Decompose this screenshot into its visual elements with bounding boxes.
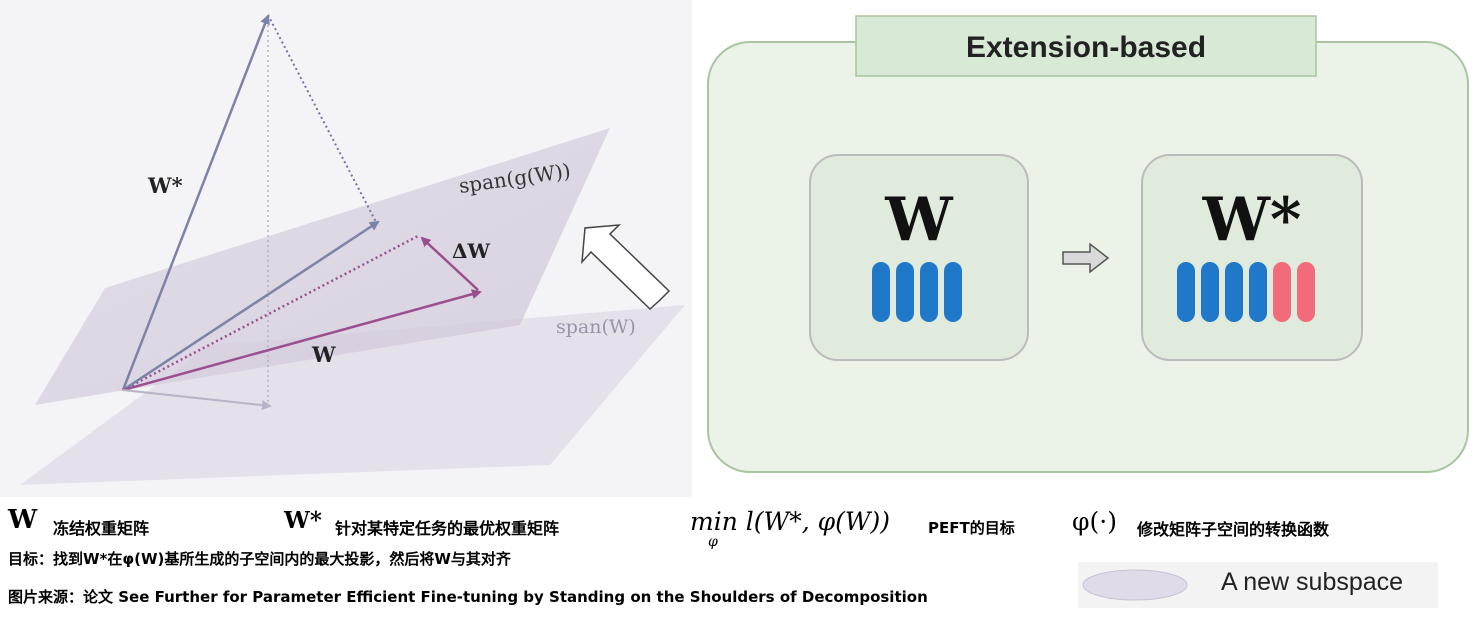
w-vector [122, 289, 482, 392]
frozen-weight-column-bar [944, 262, 962, 322]
optimal-weight-new-column-bar [1297, 262, 1315, 322]
span-w-plane [20, 305, 685, 485]
peft-formula-subscript: φ [708, 534, 718, 550]
w-symbol: W [8, 505, 38, 535]
extension-title-box [855, 15, 1317, 77]
caption-row-2: 目标：找到W*在φ(W)基所生成的子空间内的最大投影，然后将W与其对齐 [0, 548, 1478, 578]
optimal-weight-bars [1177, 262, 1315, 322]
frozen-weight-box [809, 154, 1029, 361]
w-description: 冻结权重矩阵 [53, 519, 150, 538]
optimal-weight-column-bar [1225, 262, 1243, 322]
source-text: 图片来源：论文 See Further for Parameter Effici… [8, 588, 928, 606]
extension-based-panel: Extension-based W W* [700, 0, 1478, 478]
legend-swatch [1082, 569, 1188, 601]
frozen-weight-column-bar [872, 262, 890, 322]
optimal-weight-new-column-bar [1273, 262, 1291, 322]
optimal-weight-label: W* [1202, 185, 1302, 255]
optimal-weight-column-bar [1201, 262, 1219, 322]
projection-vector [122, 220, 380, 392]
span-g-w-plane [35, 128, 610, 405]
legend-label: A new subspace [1221, 568, 1404, 596]
frozen-weight-bars [872, 262, 962, 322]
peft-formula-description: PEFT的目标 [928, 519, 1015, 537]
w-star-label: W* [147, 173, 183, 198]
peft-formula: min l(W*, φ(W)) [690, 507, 891, 536]
hollow-arrow-icon [581, 224, 671, 311]
w-label: W [311, 342, 336, 367]
span-w-label: span(W) [556, 316, 636, 338]
delta-w-label: ΔW [452, 239, 491, 263]
legend-swatch-svg [1082, 569, 1188, 601]
frozen-weight-column-bar [896, 262, 914, 322]
w-star-vector [121, 14, 270, 391]
phi-symbol: φ(·) [1072, 507, 1117, 536]
subspace-legend: A new subspace [1078, 562, 1438, 608]
goal-text: 目标：找到W*在φ(W)基所生成的子空间内的最大投影，然后将W与其对齐 [8, 550, 511, 568]
phi-description: 修改矩阵子空间的转换函数 [1137, 520, 1330, 539]
extension-panel-svg: Extension-based W W* [707, 15, 1469, 473]
optimal-weight-column-bar [1177, 262, 1195, 322]
optimal-weight-column-bar [1249, 262, 1267, 322]
right-arrow-icon [1062, 242, 1110, 274]
caption-row-3: 图片来源：论文 See Further for Parameter Effici… [0, 586, 1478, 616]
delta-w-vector [420, 236, 479, 291]
w-to-wstar-dotted-line [122, 234, 419, 392]
wstar-symbol: W* [284, 507, 322, 534]
wstar-description: 针对某特定任务的最优权重矩阵 [335, 519, 560, 538]
projection-dotted-line [267, 14, 377, 223]
caption-row-1: W 冻结权重矩阵 W* 针对某特定任务的最优权重矩阵 min l(W*, φ(W… [0, 505, 1478, 550]
extension-title: Extension-based [966, 31, 1206, 64]
frozen-weight-column-bar [920, 262, 938, 322]
subspace-diagram-svg: W* ΔW W span(g(W)) span(W) [20, 14, 685, 485]
subspace-diagram: W* ΔW W span(g(W)) span(W) [0, 0, 692, 497]
base-vector [122, 389, 272, 411]
frozen-weight-label: W [884, 185, 954, 255]
